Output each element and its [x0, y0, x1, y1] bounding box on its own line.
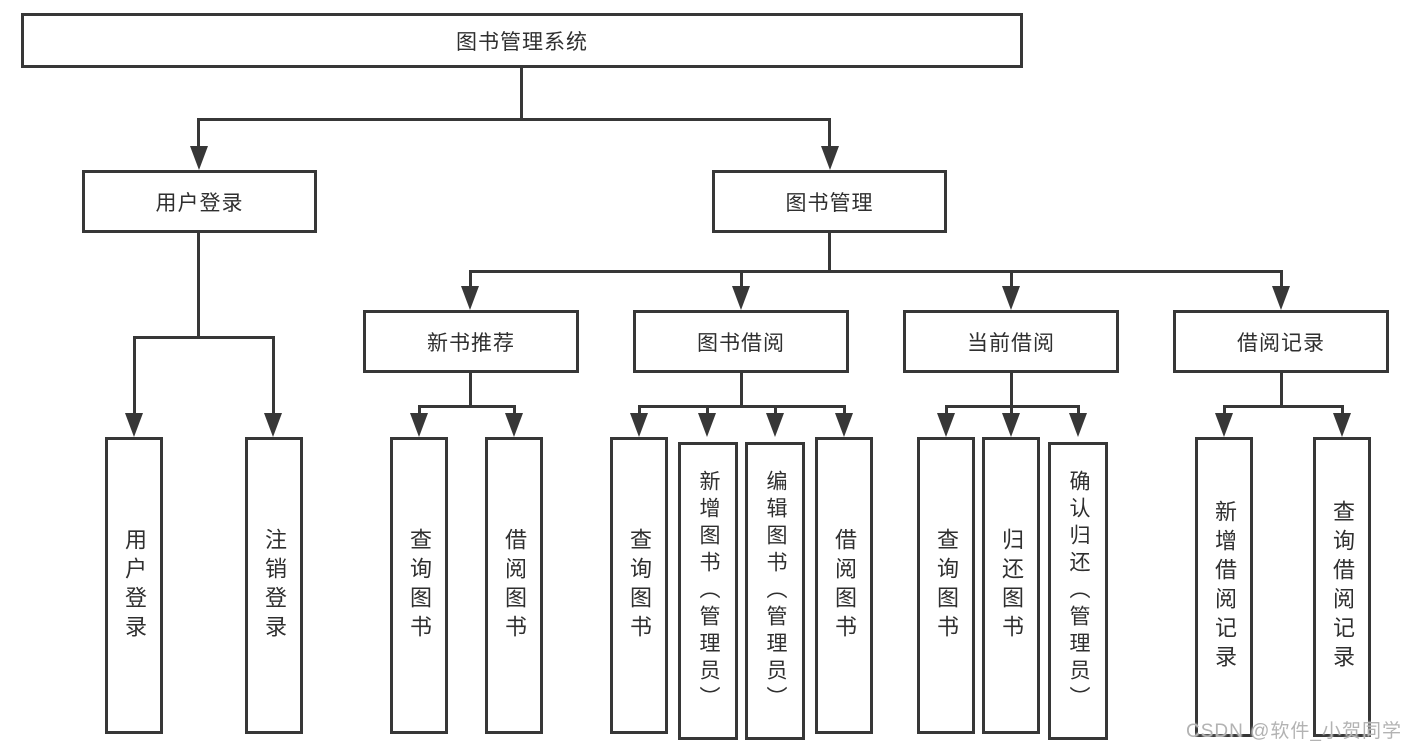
arrow-down-icon [1069, 413, 1087, 437]
node-label: 查询借阅记录 [1330, 500, 1355, 674]
connector-line [1280, 270, 1283, 292]
leaf-recommend-query-books: 查询图书 [390, 437, 448, 734]
node-label: 新增借阅记录 [1212, 500, 1237, 674]
arrow-down-icon [1002, 413, 1020, 437]
connector-line [706, 405, 709, 417]
node-label: 用户登录 [155, 191, 244, 215]
node-label: 图书管理系统 [456, 30, 588, 54]
connector-line [513, 405, 516, 417]
connector-line [418, 405, 516, 408]
connector-line [197, 118, 200, 150]
node-borrow-records: 借阅记录 [1173, 310, 1389, 373]
connector-line [774, 405, 777, 417]
arrow-down-icon [505, 413, 523, 437]
connector-line [1280, 371, 1283, 408]
node-label: 新增图书（管理员） [697, 469, 720, 713]
node-library-system: 图书管理系统 [21, 13, 1023, 68]
leaf-borrow-borrow-books: 借阅图书 [815, 437, 873, 734]
node-current-borrow: 当前借阅 [903, 310, 1119, 373]
arrow-down-icon [835, 413, 853, 437]
connector-line [469, 270, 472, 292]
node-label: 编辑图书（管理员） [764, 469, 787, 713]
leaf-borrow-edit-books-admin: 编辑图书（管理员） [745, 442, 805, 740]
arrow-down-icon [410, 413, 428, 437]
node-label: 新书推荐 [427, 331, 515, 355]
node-label: 图书借阅 [697, 331, 785, 355]
leaf-borrow-add-books-admin: 新增图书（管理员） [678, 442, 738, 740]
node-label: 查询图书 [934, 527, 959, 644]
leaf-recommend-borrow-books: 借阅图书 [485, 437, 543, 734]
leaf-records-query-record: 查询借阅记录 [1313, 437, 1371, 737]
node-new-book-recommend: 新书推荐 [363, 310, 579, 373]
watermark: CSDN @软件_小贺同学 [1186, 721, 1402, 742]
arrow-down-icon [698, 413, 716, 437]
connector-line [828, 231, 831, 273]
node-label: 用户登录 [122, 527, 147, 644]
arrow-down-icon [766, 413, 784, 437]
connector-line [133, 336, 275, 339]
node-label: 借阅图书 [502, 527, 527, 644]
node-label: 查询图书 [407, 527, 432, 644]
connector-line [1223, 405, 1344, 408]
arrow-down-icon [937, 413, 955, 437]
arrow-down-icon [1002, 286, 1020, 310]
leaf-current-return-books: 归还图书 [982, 437, 1040, 734]
connector-line [740, 371, 743, 408]
arrow-down-icon [1215, 413, 1233, 437]
connector-line [469, 371, 472, 408]
node-label: 注销登录 [262, 527, 287, 644]
leaf-user-login: 用户登录 [105, 437, 163, 734]
node-label: 图书管理 [785, 191, 874, 215]
connector-line [133, 336, 136, 416]
arrow-down-icon [125, 413, 143, 437]
connector-line [272, 336, 275, 416]
arrow-down-icon [1272, 286, 1290, 310]
connector-line [843, 405, 846, 417]
arrow-down-icon [821, 146, 839, 170]
node-user-login: 用户登录 [82, 170, 317, 233]
connector-line [1010, 270, 1013, 292]
connector-line [740, 270, 743, 292]
connector-line [418, 405, 421, 417]
connector-line [1010, 371, 1013, 408]
leaf-current-query-books: 查询图书 [917, 437, 975, 734]
leaf-records-add-record: 新增借阅记录 [1195, 437, 1253, 737]
leaf-logout: 注销登录 [245, 437, 303, 734]
leaf-current-confirm-return-admin: 确认归还（管理员） [1048, 442, 1108, 740]
connector-line [1341, 405, 1344, 417]
node-book-management: 图书管理 [712, 170, 947, 233]
connector-line [1077, 405, 1080, 417]
node-label: 当前借阅 [967, 331, 1055, 355]
arrow-down-icon [461, 286, 479, 310]
arrow-down-icon [732, 286, 750, 310]
connector-line [469, 270, 1283, 273]
connector-line [1010, 405, 1013, 417]
node-book-borrow: 图书借阅 [633, 310, 849, 373]
connector-line [638, 405, 846, 408]
connector-line [638, 405, 641, 417]
connector-line [520, 66, 523, 120]
node-label: 借阅图书 [832, 527, 857, 644]
arrow-down-icon [264, 413, 282, 437]
arrow-down-icon [190, 146, 208, 170]
connector-line [197, 231, 200, 339]
node-label: 借阅记录 [1237, 331, 1325, 355]
arrow-down-icon [630, 413, 648, 437]
connector-line [1223, 405, 1226, 417]
connector-line [828, 118, 831, 150]
arrow-down-icon [1333, 413, 1351, 437]
node-label: 查询图书 [627, 527, 652, 644]
connector-line [945, 405, 948, 417]
node-label: 归还图书 [999, 527, 1024, 644]
leaf-borrow-query-books: 查询图书 [610, 437, 668, 734]
connector-line [197, 118, 831, 121]
node-label: 确认归还（管理员） [1067, 469, 1090, 713]
